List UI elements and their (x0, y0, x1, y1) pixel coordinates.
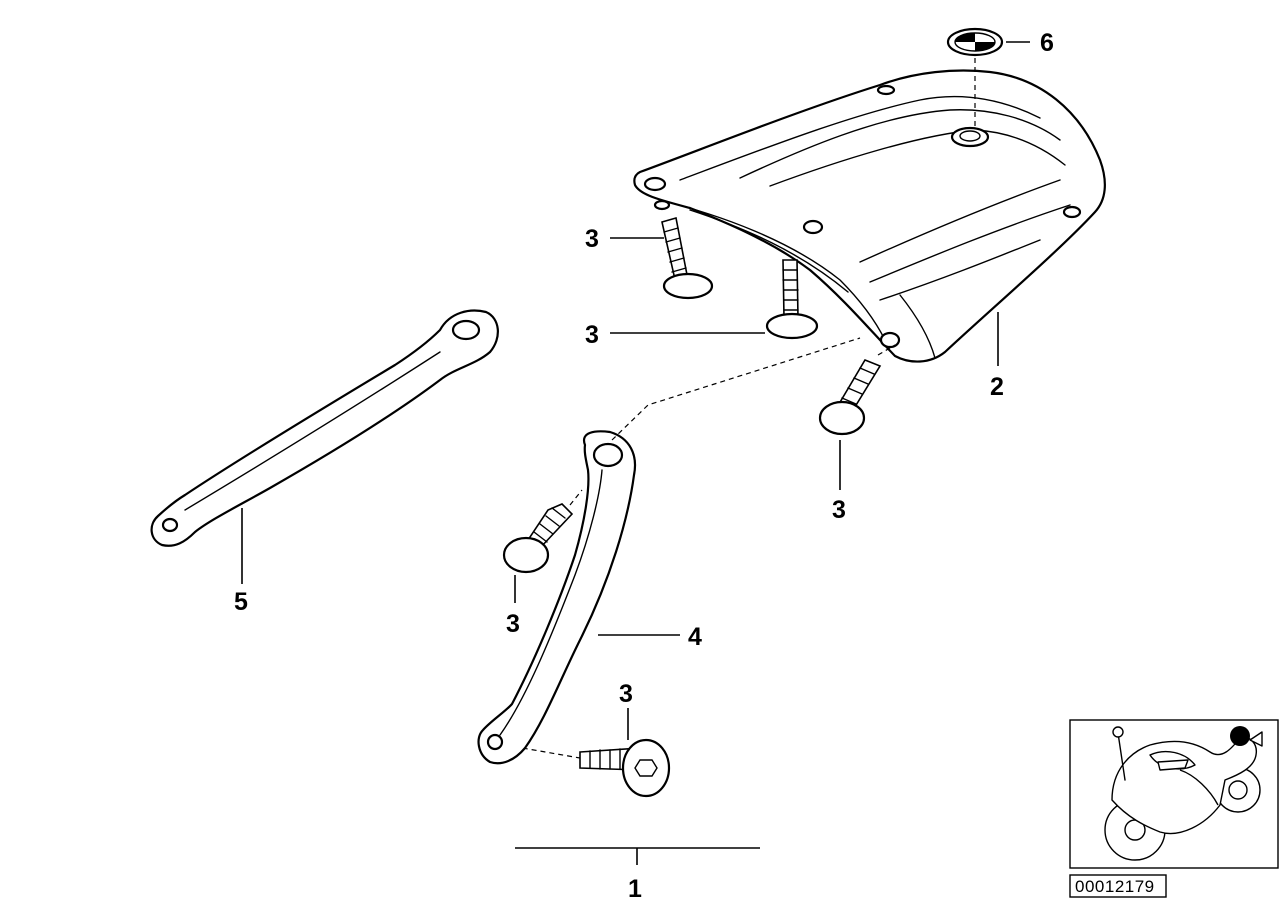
motorcycle-locator-icon (1104, 726, 1263, 861)
leader-lines (241, 41, 1030, 865)
screw-upper-middle (765, 259, 819, 340)
callout-1: 1 (628, 875, 642, 903)
luggage-rack-plate (633, 69, 1106, 363)
reference-number: 00012179 (1075, 877, 1155, 896)
callout-6: 6 (1040, 29, 1054, 57)
callout-labels: 6 3 3 2 3 3 4 5 3 1 (234, 29, 1054, 903)
badge-cap (946, 27, 1004, 128)
bmw-roundel-icon (954, 32, 996, 52)
position-marker-icon (1230, 726, 1250, 746)
callout-3-upper-left: 3 (585, 225, 599, 253)
callout-3-upper-middle: 3 (585, 321, 599, 349)
support-arm-curved (477, 337, 861, 765)
screw-right (818, 344, 896, 436)
screw-bottom-hex (504, 738, 671, 798)
stay-bar (150, 309, 499, 547)
callout-3-bottom: 3 (619, 680, 633, 708)
screw-upper-left (661, 216, 714, 300)
callout-2: 2 (990, 373, 1004, 401)
callout-4: 4 (688, 623, 702, 651)
callout-5: 5 (234, 588, 248, 616)
motorcycle-locator-inset (1069, 719, 1279, 869)
callout-3-lower-left: 3 (506, 610, 520, 638)
screw-lower-left (502, 489, 583, 574)
callout-3-right: 3 (832, 496, 846, 524)
reference-number-box: 00012179 (1069, 874, 1167, 898)
